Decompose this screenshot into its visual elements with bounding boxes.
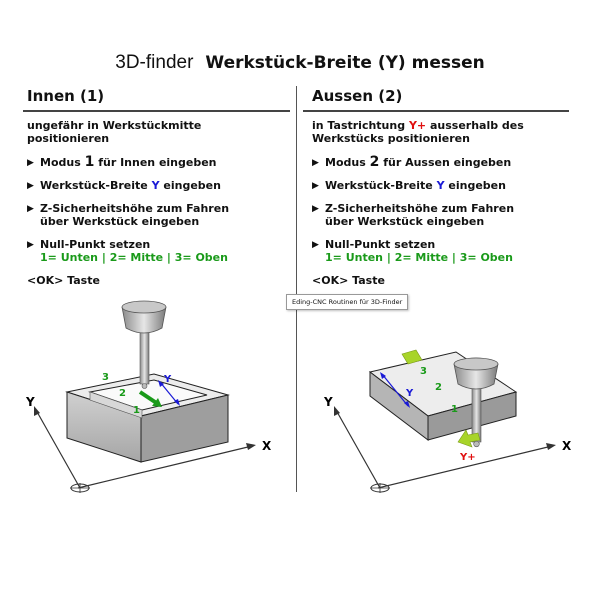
point-2-label: 2	[435, 382, 442, 393]
probe-direction-arrow	[138, 390, 162, 407]
x-axis-label: X	[562, 439, 572, 453]
axis-x	[377, 443, 556, 489]
bullet-icon: ▶	[27, 204, 34, 214]
app-name: 3D-finder	[115, 52, 194, 73]
probe-icon	[121, 300, 167, 389]
left-step-mode: ▶ Modus 1 für Innen eingeben	[27, 154, 217, 170]
bullet-icon: ▶	[312, 240, 319, 250]
right-column: in Tastrichtung Y+ ausserhalb des Werkst…	[312, 119, 582, 287]
point-1-label: 1	[133, 405, 140, 416]
left-step-zsafe: ▶ Z-Sicherheitshöhe zum Fahren über Werk…	[27, 202, 230, 228]
right-step-mode: ▶ Modus 2 für Aussen eingeben	[312, 154, 512, 170]
bullet-icon: ▶	[27, 181, 34, 191]
top-arrow-icon	[401, 349, 423, 365]
bullet-icon: ▶	[27, 240, 34, 250]
right-divider	[303, 110, 569, 112]
left-heading: Innen (1)	[27, 87, 105, 105]
left-divider	[23, 110, 290, 112]
y-axis-label: Y	[25, 395, 35, 409]
zero-options: 1= Unten | 2= Mitte | 3= Oben	[40, 251, 228, 264]
probe-icon	[453, 357, 499, 448]
workpiece-pocket	[65, 373, 230, 463]
bullet-icon: ▶	[312, 158, 319, 168]
left-column: ungefähr in Werkstückmitte positionieren…	[27, 119, 297, 287]
zero-options: 1= Unten | 2= Mitte | 3= Oben	[325, 251, 513, 264]
y-plus-label: Y+	[459, 452, 476, 463]
y-dimension-label: Y	[163, 374, 172, 385]
right-step-zsafe: ▶ Z-Sicherheitshöhe zum Fahren über Werk…	[312, 202, 515, 228]
title-text: Werkstück-Breite (Y) messen	[205, 53, 485, 73]
right-ok-key: <OK> Taste	[312, 274, 385, 287]
bullet-icon: ▶	[312, 204, 319, 214]
axis-y	[334, 406, 381, 489]
y-dimension	[380, 372, 410, 408]
right-intro: in Tastrichtung Y+ ausserhalb des Werkst…	[312, 119, 524, 145]
page-title: 3D-finder Werkstück-Breite (Y) messen	[0, 52, 600, 74]
left-intro: ungefähr in Werkstückmitte positionieren	[27, 119, 202, 145]
tooltip: Eding-CNC Routinen für 3D-Finder	[286, 294, 409, 310]
point-3-label: 3	[420, 366, 427, 377]
y-dimension	[158, 380, 180, 406]
bullet-icon: ▶	[27, 158, 34, 168]
column-separator	[296, 86, 297, 492]
point-1-label: 1	[451, 404, 458, 415]
left-step-width: ▶ Werkstück-Breite Y eingeben	[27, 179, 221, 192]
origin-icon	[370, 483, 390, 493]
right-step-width: ▶ Werkstück-Breite Y eingeben	[312, 179, 506, 192]
y-dimension-label: Y	[405, 388, 414, 399]
y-axis-label: Y	[323, 395, 333, 409]
outer-measure-diagram: X Y Y 3 2 1 Y+	[323, 349, 572, 493]
left-ok-key: <OK> Taste	[27, 274, 100, 287]
right-step-zero: ▶ Null-Punkt setzen 1= Unten | 2= Mitte …	[312, 238, 582, 264]
point-2-label: 2	[119, 388, 126, 399]
probe-direction-arrow	[457, 429, 481, 448]
right-heading: Aussen (2)	[312, 87, 403, 105]
axis-x	[77, 443, 256, 489]
left-step-zero: ▶ Null-Punkt setzen 1= Unten | 2= Mitte …	[27, 238, 297, 264]
origin-icon	[70, 483, 90, 493]
point-3-label: 3	[102, 372, 109, 383]
inner-measure-diagram: X Y Y 3 2 1	[25, 300, 272, 493]
axis-y	[34, 406, 81, 489]
x-axis-label: X	[262, 439, 272, 453]
bullet-icon: ▶	[312, 181, 319, 191]
